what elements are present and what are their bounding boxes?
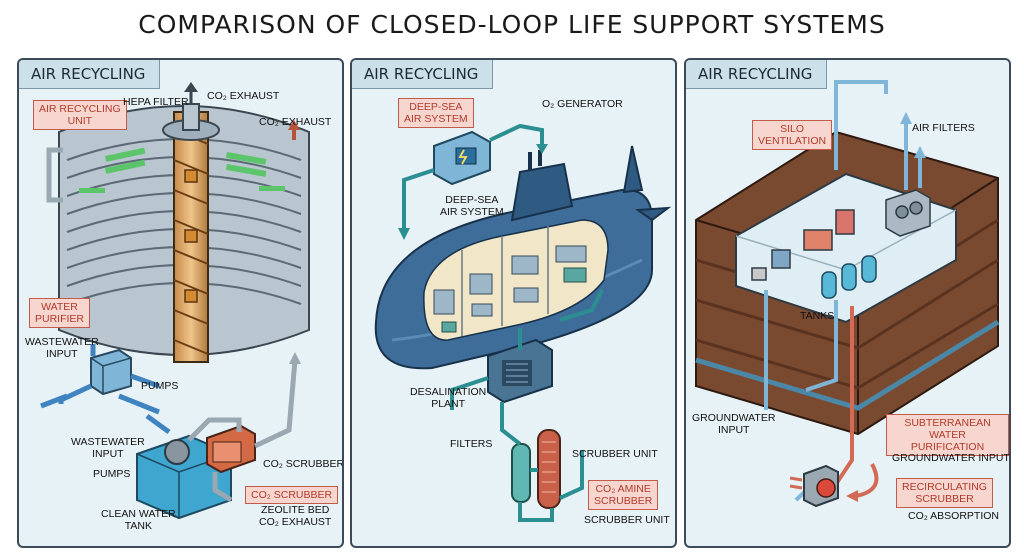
label-pumps-mid: PUMPS xyxy=(141,380,179,392)
label-air-recycling-unit: AIR RECYCLING UNIT xyxy=(33,100,127,130)
panel-silo: AIR RECYCLING SILO VENTILATION AIR FILTE… xyxy=(684,58,1011,548)
label-wastewater-input-bottom: WASTEWATER INPUT xyxy=(71,436,145,460)
panel-habitat-tab: AIR RECYCLING xyxy=(19,60,161,89)
label-pumps-bottom: PUMPS xyxy=(93,468,131,480)
label-air-filters: AIR FILTERS xyxy=(912,122,975,134)
label-scrubber-unit-bottom: SCRUBBER UNIT xyxy=(584,514,670,526)
label-silo-ventilation: SILO VENTILATION xyxy=(752,120,833,150)
label-co2-scrubber-plain: CO₂ SCRUBBER xyxy=(263,458,344,470)
label-wastewater-input-top: WASTEWATER INPUT xyxy=(25,336,99,360)
panel-submarine: AIR RECYCLING DEEP-SEA AIR SYSTEM O₂ GEN… xyxy=(350,58,677,548)
page-title: COMPARISON OF CLOSED-LOOP LIFE SUPPORT S… xyxy=(138,10,886,39)
panel-habitat: AIR RECYCLING AIR RECYCLING UNIT HEPA FI… xyxy=(17,58,344,548)
label-deep-sea-air-system: DEEP-SEA AIR SYSTEM xyxy=(440,194,504,218)
label-desalination-plant: DESALINATION PLANT xyxy=(410,386,487,410)
label-o2-generator: O₂ GENERATOR xyxy=(542,98,623,110)
label-co2-scrubber-box: CO₂ SCRUBBER xyxy=(245,486,339,504)
label-subterranean-water-purification: SUBTERRANEAN WATER PURIFICATION xyxy=(886,414,1009,456)
label-scrubber-unit-top: SCRUBBER UNIT xyxy=(572,448,658,460)
habitat-illustration xyxy=(40,82,310,520)
label-groundwater-input-left: GROUNDWATER INPUT xyxy=(692,412,776,436)
label-co2-absorption: CO₂ ABSORPTION xyxy=(908,510,1000,522)
label-water-purifier: WATER PURIFIER xyxy=(29,298,91,328)
label-deep-sea-air-system-box: DEEP-SEA AIR SYSTEM xyxy=(398,98,474,128)
label-recirculating-scrubber: RECIRCULATING SCRUBBER xyxy=(896,478,993,508)
label-co2-amine-scrubber: CO₂ AMINE SCRUBBER xyxy=(588,480,659,510)
submarine-illustration xyxy=(374,123,672,522)
silo-illustration xyxy=(695,80,1000,508)
label-filters: FILTERS xyxy=(450,438,493,450)
label-co2-exhaust-top: CO₂ EXHAUST xyxy=(207,90,280,102)
panel-silo-tab: AIR RECYCLING xyxy=(686,60,828,89)
label-tanks: TANKS xyxy=(800,310,835,322)
label-hepa-filter: HEPA FILTER xyxy=(123,96,189,108)
label-clean-water-tank: CLEAN WATER TANK xyxy=(101,508,176,532)
label-co2-exhaust-right: CO₂ EXHAUST xyxy=(259,116,332,128)
label-zeolite-bed: ZEOLITE BED CO₂ EXHAUST xyxy=(259,504,332,528)
label-groundwater-input-right: GROUNDWATER INPUT xyxy=(892,452,1010,464)
panel-submarine-tab: AIR RECYCLING xyxy=(352,60,494,89)
